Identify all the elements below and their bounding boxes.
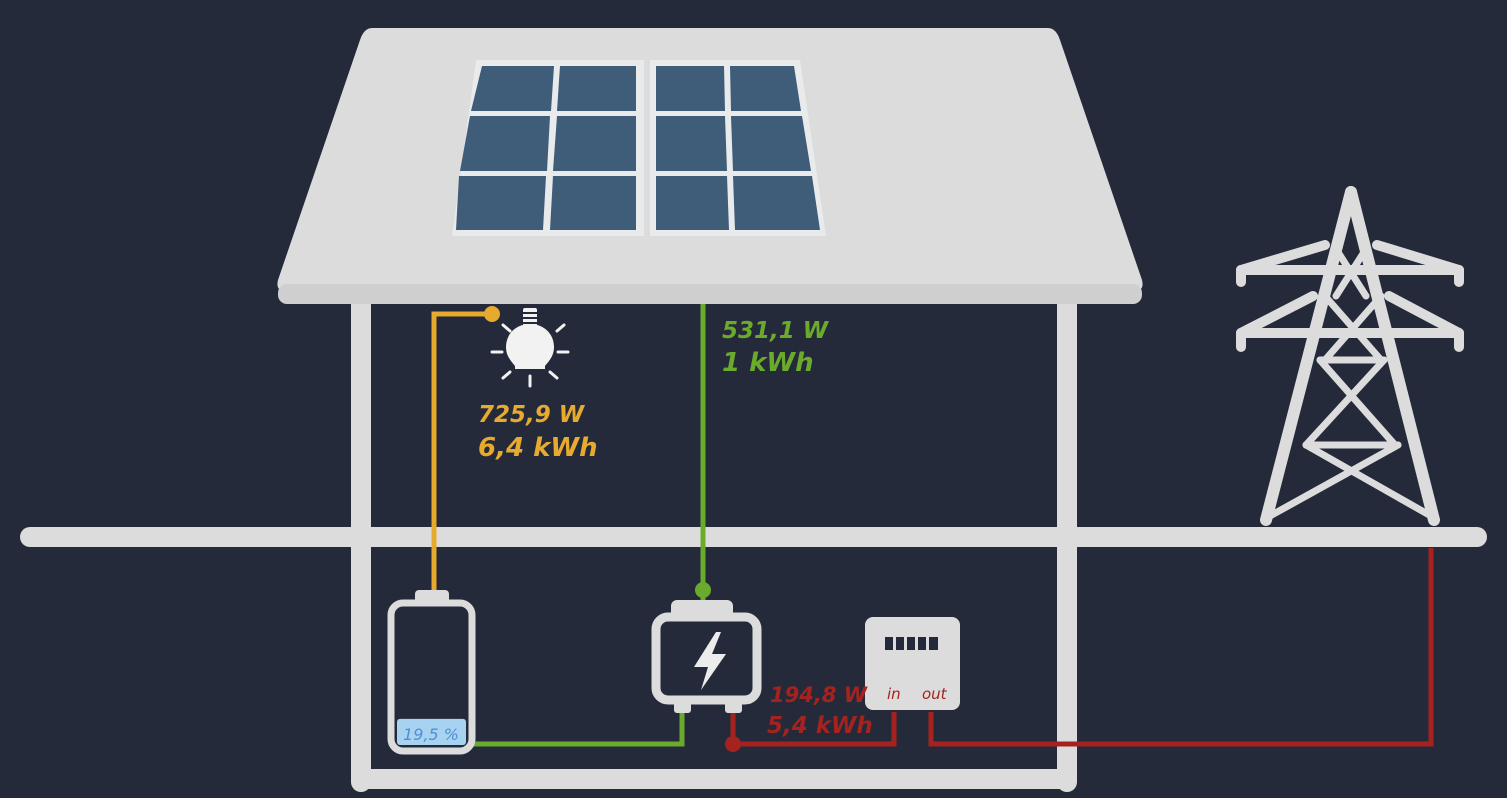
grid-power-label: 194,8 W: [770, 683, 868, 707]
grid-node: [725, 736, 741, 752]
inverter-bolt-icon: [651, 600, 762, 713]
solar-panel-icon: [452, 60, 826, 236]
grid-line-pylon: [928, 548, 1434, 747]
energy-meter-icon: [865, 617, 960, 710]
grid-line-inverter: [730, 710, 897, 747]
lightbulb-icon: [490, 308, 570, 388]
power-pylon-icon: [1236, 186, 1464, 526]
battery-icon: [387, 590, 476, 755]
solar-power-label: 531,1 W: [722, 318, 830, 344]
battery-level-label: 19,5 %: [403, 725, 459, 744]
meter-in-label: in: [887, 685, 901, 703]
consumption-power-label: 725,9 W: [478, 402, 586, 428]
house-icon: [351, 290, 1077, 792]
consumption-line: [431, 311, 492, 590]
battery-inverter-line: [472, 710, 685, 747]
consumption-node: [484, 306, 500, 322]
solar-energy-label: 1 kWh: [722, 348, 814, 378]
meter-out-label: out: [922, 685, 948, 703]
consumption-energy-label: 6,4 kWh: [478, 433, 598, 463]
grid-energy-label: 5,4 kWh: [767, 713, 873, 739]
battery-level-fill: [397, 718, 466, 745]
solar-node: [695, 582, 711, 598]
